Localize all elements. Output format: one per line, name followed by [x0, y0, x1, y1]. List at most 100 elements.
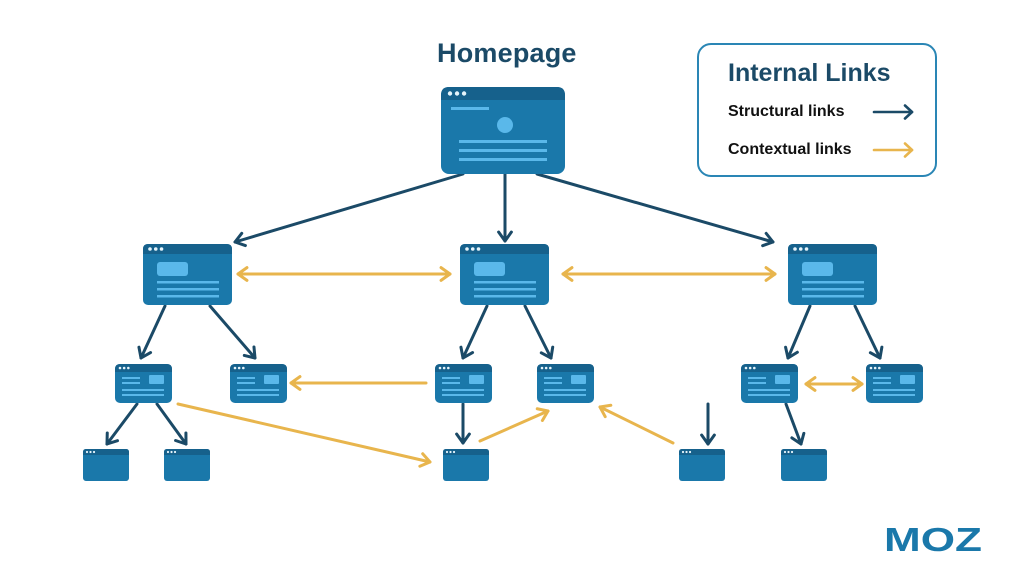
page-header-bar [788, 244, 877, 254]
window-dot-icon [549, 366, 552, 370]
content-line [544, 389, 586, 391]
content-line [544, 394, 586, 396]
link-line [535, 172, 775, 244]
content-line [748, 377, 766, 379]
page-body [115, 364, 172, 403]
structural-link [784, 402, 806, 446]
window-dot-icon [465, 247, 469, 251]
page-node-L1-a [143, 244, 232, 305]
page-body [164, 449, 210, 481]
content-line [873, 389, 915, 391]
arrowhead [784, 345, 799, 360]
page-node-L2-f [866, 364, 923, 403]
legend-box: Internal Links Structural links Contextu… [697, 43, 937, 177]
image-placeholder-icon [571, 375, 586, 384]
content-line [442, 377, 460, 379]
window-dot-icon [242, 366, 245, 370]
arrowhead [535, 407, 550, 422]
page-body [679, 449, 725, 481]
window-dot-icon [461, 91, 467, 96]
page-header-bar [741, 364, 798, 372]
page-node-home [441, 87, 565, 174]
window-dot-icon [783, 450, 787, 454]
window-dot-icon [173, 450, 177, 454]
page-body [230, 364, 287, 403]
arrowhead [233, 231, 247, 248]
content-line [459, 140, 547, 143]
window-dot-icon [452, 450, 456, 454]
link-line [523, 304, 553, 360]
content-line [459, 158, 547, 161]
window-dot-icon [793, 247, 797, 251]
contextual-link [236, 266, 452, 282]
structural-link [700, 402, 716, 446]
structural-link [784, 304, 812, 360]
page-node-L3-c [443, 449, 489, 481]
arrowhead [497, 230, 513, 243]
page-node-L2-d [537, 364, 594, 403]
page-header-bar [143, 244, 232, 254]
page-node-L2-e [741, 364, 798, 403]
content-line [122, 394, 164, 396]
window-dot-icon [454, 91, 460, 96]
link-line [176, 402, 432, 464]
image-placeholder-icon [157, 262, 188, 276]
window-dot-icon [798, 247, 803, 251]
page-header-bar [441, 87, 565, 100]
window-dot-icon [447, 91, 453, 96]
arrowhead [700, 433, 716, 446]
content-line [873, 382, 891, 384]
link-line [598, 405, 675, 445]
structural-link [137, 304, 167, 360]
window-dot-icon [166, 450, 170, 454]
arrowhead [790, 431, 806, 446]
link-line [478, 409, 550, 443]
arrowhead [455, 432, 471, 445]
window-dot-icon [127, 366, 130, 370]
content-line [237, 389, 279, 391]
page-body [443, 449, 489, 481]
page-header-bar [679, 449, 725, 455]
content-line [442, 394, 484, 396]
content-line [442, 389, 484, 391]
page-header-bar [164, 449, 210, 455]
moz-logo-text: MOZ [884, 524, 982, 554]
arrowhead [242, 345, 257, 360]
window-dot-icon [237, 366, 241, 370]
arrowhead [851, 376, 864, 392]
structural-link [233, 172, 465, 248]
window-dot-icon [544, 366, 548, 370]
image-placeholder-icon [149, 375, 164, 384]
page-body [866, 364, 923, 403]
page-node-L3-e [781, 449, 827, 481]
structural-link [105, 402, 139, 446]
structural-link [155, 402, 188, 446]
image-placeholder-icon [900, 375, 915, 384]
window-dot-icon [153, 247, 158, 251]
window-dot-icon [449, 450, 452, 454]
image-placeholder-icon [802, 262, 833, 276]
content-line [802, 295, 864, 298]
content-line [237, 394, 279, 396]
nodes-layer [83, 87, 923, 481]
window-dot-icon [753, 366, 756, 370]
content-line [122, 382, 140, 384]
arrowhead [804, 376, 817, 392]
arrowhead [459, 345, 475, 360]
window-dot-icon [540, 366, 544, 370]
link-line [139, 304, 167, 360]
window-dot-icon [445, 450, 449, 454]
link-line [853, 304, 882, 360]
window-dot-icon [476, 247, 481, 251]
content-line [474, 281, 536, 284]
content-line [748, 382, 766, 384]
contextual-arrow-icon [872, 142, 914, 158]
window-dot-icon [159, 247, 164, 251]
contextual-link [598, 403, 675, 445]
image-placeholder-icon [474, 262, 505, 276]
arrowhead [561, 266, 574, 282]
window-dot-icon [122, 366, 126, 370]
page-body [537, 364, 594, 403]
page-node-L3-b [164, 449, 210, 481]
